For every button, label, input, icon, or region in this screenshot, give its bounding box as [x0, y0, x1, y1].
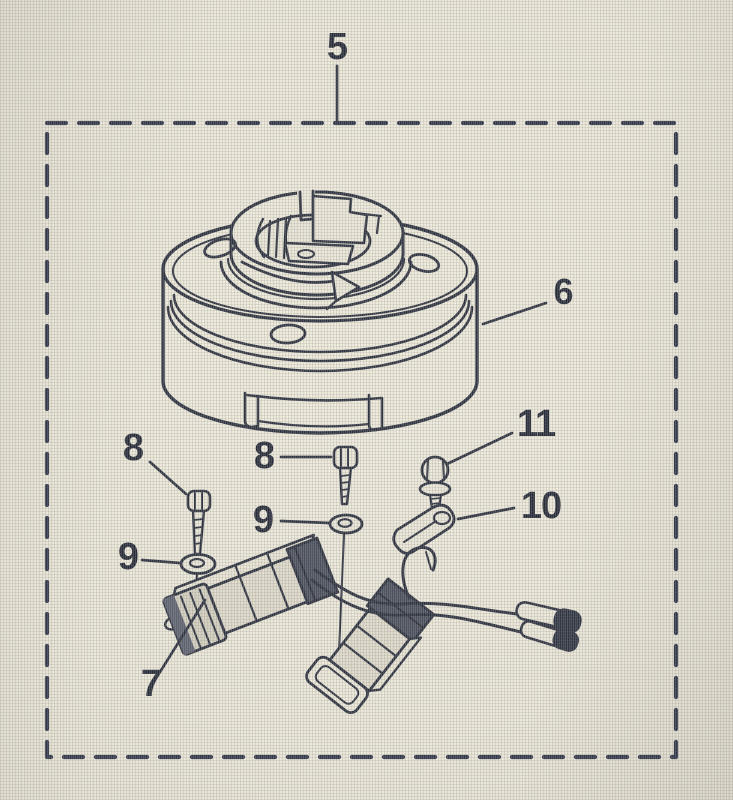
ignition-coil-upper-drawing [162, 533, 340, 656]
callout-leader-lines [140, 64, 548, 674]
screw-center-drawing [332, 445, 359, 506]
callout-8-left-label: 8 [122, 427, 144, 469]
connector-terminals-drawing [515, 601, 582, 652]
callout-11-label: 11 [516, 403, 556, 445]
callout-6-label: 6 [553, 271, 573, 312]
callout-10-label: 10 [520, 485, 562, 527]
wire-harness-drawing [310, 546, 523, 634]
flywheel-rotor-drawing [161, 189, 479, 435]
callout-8-center-label: 8 [253, 435, 275, 477]
ignition-coil-lower-drawing [305, 577, 436, 714]
callout-5-label: 5 [326, 26, 348, 68]
callout-9-left-label: 9 [117, 536, 139, 578]
callout-9-center-label: 9 [252, 499, 274, 541]
starter-hub-drawing [229, 189, 405, 311]
dashed-boundary-box [44, 120, 679, 760]
wire-clamp-drawing [392, 503, 456, 570]
callout-7-label: 7 [140, 663, 162, 705]
